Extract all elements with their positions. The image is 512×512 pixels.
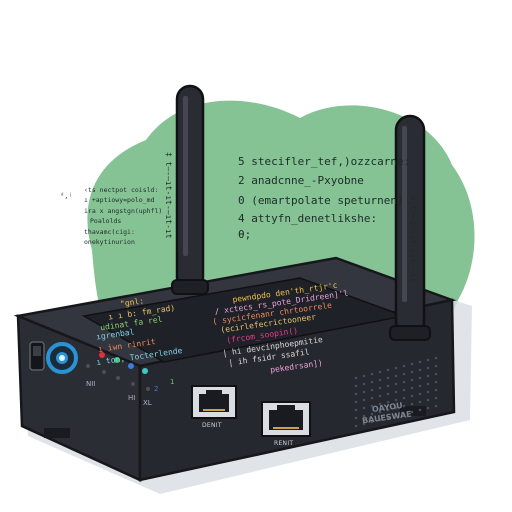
speaker-grille [354,356,438,428]
ethernet-port-2-icon [261,401,311,437]
ethernet-port-1-icon [191,385,237,419]
router-foot-left [44,428,70,438]
screen-left-line: "gnl: [119,296,145,309]
panel-label: 1 [170,378,175,386]
code-right-line: 0 (emartpolate speturnen) [238,194,404,207]
code-left-mark: ᵈ,ʲ [60,192,73,200]
code-left-line: Poalolds [90,217,122,225]
code-left-line: ı +aptiowy=polo_md [84,196,155,204]
code-left-line: ira x angstgn(uphfl) [84,207,163,215]
led-green-icon [114,357,120,363]
port-label-1: DENIT [202,422,222,429]
code-right-line: 5 stecifler_tef,)ozzcarne: [238,155,411,168]
panel-label: 2 [154,385,159,393]
panel-label: HI [128,394,136,402]
led-red-icon [99,352,105,358]
led-blue-icon [128,363,134,369]
antenna-right-icon [389,114,431,341]
panel-label: NII [86,380,96,388]
led-cyan-icon [142,368,148,374]
panel-label: XL [143,399,152,407]
code-right-line: 2 anadcnne_-Pxyobne [238,174,364,187]
port-label-2: RENIT [274,440,294,447]
code-left-line: onekytinurion [84,238,135,246]
code-left-line: thavamc(cigi: [84,228,135,236]
code-left-line: ‹ts nectpot coisld: [84,186,159,194]
router-foot-right [400,406,426,416]
status-leds [86,352,150,391]
code-right-line: θ; [238,228,252,241]
code-right-line: 4 attyfn_denetlikshe: [238,212,378,225]
antenna-left-icon [171,84,209,295]
